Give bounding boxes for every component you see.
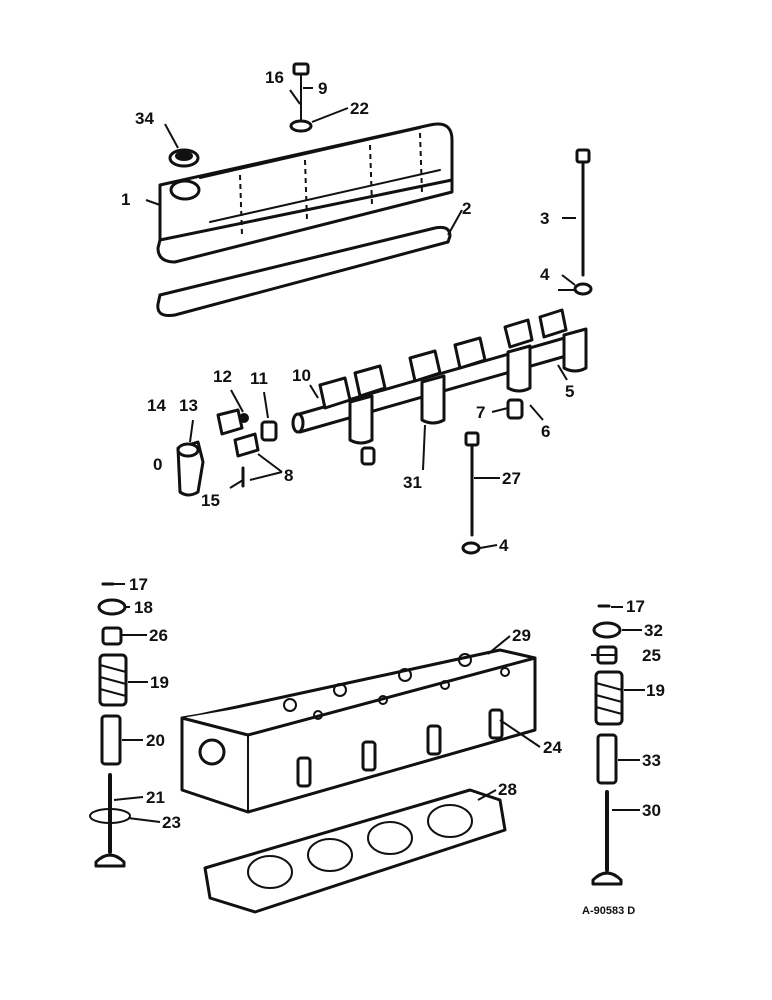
callout-4: 4 — [540, 265, 550, 284]
ball — [239, 413, 249, 423]
callout-9: 9 — [318, 79, 327, 98]
spacer-spring — [506, 398, 524, 420]
callout-2: 2 — [462, 199, 471, 218]
callout-19-right: 19 — [646, 681, 665, 700]
spring-retainer — [592, 621, 622, 639]
valve-stem-seal — [101, 626, 123, 646]
callout-29: 29 — [512, 626, 531, 645]
valve-cover-gasket — [156, 225, 452, 317]
washer — [573, 282, 593, 296]
callout-22: 22 — [350, 99, 369, 118]
callout-26: 26 — [149, 626, 168, 645]
figure-reference: A-90583 D — [582, 905, 635, 917]
valve-guide — [100, 714, 122, 766]
callout-17-left: 17 — [129, 575, 148, 594]
rocker-arm-pair — [216, 408, 260, 458]
callout-20: 20 — [146, 731, 165, 750]
callout-5: 5 — [565, 382, 574, 401]
callout-13: 13 — [179, 396, 198, 415]
callout-23: 23 — [162, 813, 181, 832]
valve-spring — [594, 670, 624, 726]
callout-32: 32 — [644, 621, 663, 640]
callout-4-lower: 4 — [499, 536, 509, 555]
callout-7: 7 — [476, 403, 485, 422]
callout-11: 11 — [250, 369, 268, 388]
exhaust-valve — [94, 773, 126, 868]
callout-21: 21 — [146, 788, 165, 807]
valve-cover — [156, 122, 454, 264]
callout-14: 14 — [147, 396, 166, 415]
o-ring — [89, 808, 131, 824]
spacer — [360, 446, 376, 466]
valve-guide — [596, 733, 618, 785]
callout-31: 31 — [403, 473, 422, 492]
callout-25: 25 — [642, 646, 661, 665]
rocker-spring — [260, 420, 278, 442]
callout-18: 18 — [134, 598, 153, 617]
cylinder-head — [180, 648, 537, 814]
callout-17-right: 17 — [626, 597, 645, 616]
long-bolt — [464, 431, 480, 537]
rocker-arms — [318, 308, 568, 410]
callout-19-left: 19 — [150, 673, 169, 692]
callout-28: 28 — [498, 780, 517, 799]
callout-34: 34 — [135, 109, 154, 128]
rocker-shaft-bracket — [348, 327, 588, 445]
callout-3: 3 — [540, 209, 549, 228]
intake-valve — [591, 790, 623, 886]
stud-bolt — [575, 148, 591, 277]
callout-8: 8 — [284, 466, 293, 485]
end-bracket — [176, 440, 205, 497]
leader-lines — [113, 87, 645, 823]
spring-retainer — [97, 598, 127, 616]
callout-10: 10 — [292, 366, 311, 385]
washer — [461, 541, 481, 555]
head-gasket — [203, 788, 507, 914]
callout-33: 33 — [642, 751, 661, 770]
callout-12: 12 — [213, 367, 232, 386]
oil-filler-cap — [168, 148, 200, 168]
cover-bolt — [289, 62, 313, 133]
callout-27: 27 — [502, 469, 521, 488]
callout-6: 6 — [541, 422, 550, 441]
callout-30: 30 — [642, 801, 661, 820]
callout-16: 16 — [265, 68, 284, 87]
callout-15: 15 — [201, 491, 220, 510]
valve-spring — [98, 653, 128, 707]
callout-24: 24 — [543, 738, 562, 757]
callout-1: 1 — [121, 190, 130, 209]
callout-14-sub: 0 — [153, 455, 162, 474]
